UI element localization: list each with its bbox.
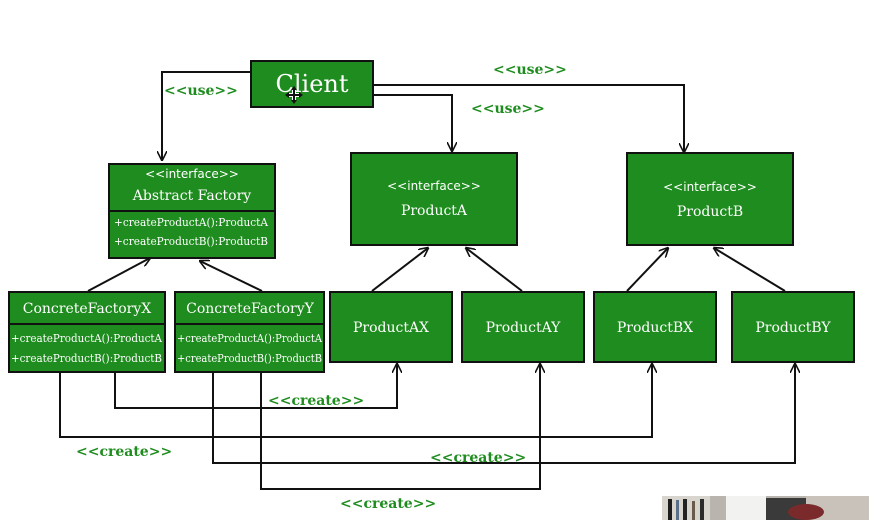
abstract-factory-box[interactable]: <<interface>> Abstract Factory +createPr…: [108, 163, 276, 259]
product-a-name: ProductA: [401, 203, 468, 219]
product-b-stereotype: <<interface>>: [663, 180, 757, 194]
use-label-abstract-factory: <<use>>: [164, 83, 238, 99]
create-label-by: <<create>>: [430, 450, 526, 466]
concrete-factory-y-box[interactable]: ConcreteFactoryY +createProductA():Produ…: [174, 291, 325, 373]
create-link-x-to-ax: [114, 364, 397, 409]
product-ay-box[interactable]: ProductAY: [461, 291, 585, 363]
product-ax-name: ProductAX: [353, 320, 429, 336]
use-link-client-abstract-factory: [162, 71, 251, 160]
product-a-stereotype: <<interface>>: [387, 179, 481, 193]
concrete-factory-y-method-a: +createProductA():ProductA: [177, 332, 323, 345]
abstract-factory-method-a: +createProductA():ProductA: [114, 216, 269, 229]
create-label-ay: <<create>>: [340, 496, 436, 512]
product-a-box[interactable]: <<interface>> ProductA: [350, 152, 518, 246]
product-by-name: ProductBY: [755, 320, 831, 336]
client-label: Client: [275, 70, 348, 98]
webcam-preview: [662, 496, 869, 520]
abstract-factory-stereotype: <<interface>>: [145, 167, 239, 181]
create-link-y-to-by: [212, 364, 795, 464]
product-b-name: ProductB: [677, 204, 743, 220]
impl-link-product-by: [714, 248, 786, 292]
use-link-client-product-b: [373, 84, 684, 152]
concrete-factory-y-name: ConcreteFactoryY: [186, 301, 314, 317]
concrete-factory-x-name: ConcreteFactoryX: [23, 301, 151, 317]
product-b-box[interactable]: <<interface>> ProductB: [626, 152, 794, 246]
product-ax-box[interactable]: ProductAX: [329, 291, 453, 363]
impl-link-factory-y: [200, 261, 263, 292]
impl-link-product-ax: [371, 248, 428, 292]
create-link-x-to-bx: [59, 364, 652, 438]
use-label-product-a: <<use>>: [471, 101, 545, 117]
create-link-y-to-ay: [260, 364, 540, 490]
create-label-ax: <<create>>: [268, 393, 364, 409]
product-ay-name: ProductAY: [486, 320, 562, 336]
create-label-bx: <<create>>: [76, 444, 172, 460]
concrete-factory-x-box[interactable]: ConcreteFactoryX +createProductA():Produ…: [8, 291, 166, 373]
concrete-factory-x-method-a: +createProductA():ProductA: [11, 332, 163, 345]
move-cursor-icon: [285, 86, 303, 104]
product-bx-name: ProductBX: [617, 320, 693, 336]
impl-link-product-ay: [466, 248, 523, 292]
abstract-factory-name: Abstract Factory: [132, 188, 252, 204]
abstract-factory-method-b: +createProductB():ProductB: [114, 235, 268, 248]
impl-link-factory-x: [87, 258, 150, 292]
use-link-client-product-a: [373, 94, 452, 151]
concrete-factory-x-method-b: +createProductB():ProductB: [11, 352, 162, 365]
impl-link-product-bx: [626, 248, 668, 292]
client-box[interactable]: Client: [250, 60, 374, 108]
concrete-factory-y-method-b: +createProductB():ProductB: [177, 352, 322, 365]
product-by-box[interactable]: ProductBY: [731, 291, 855, 363]
use-label-product-b: <<use>>: [493, 62, 567, 78]
product-bx-box[interactable]: ProductBX: [593, 291, 717, 363]
